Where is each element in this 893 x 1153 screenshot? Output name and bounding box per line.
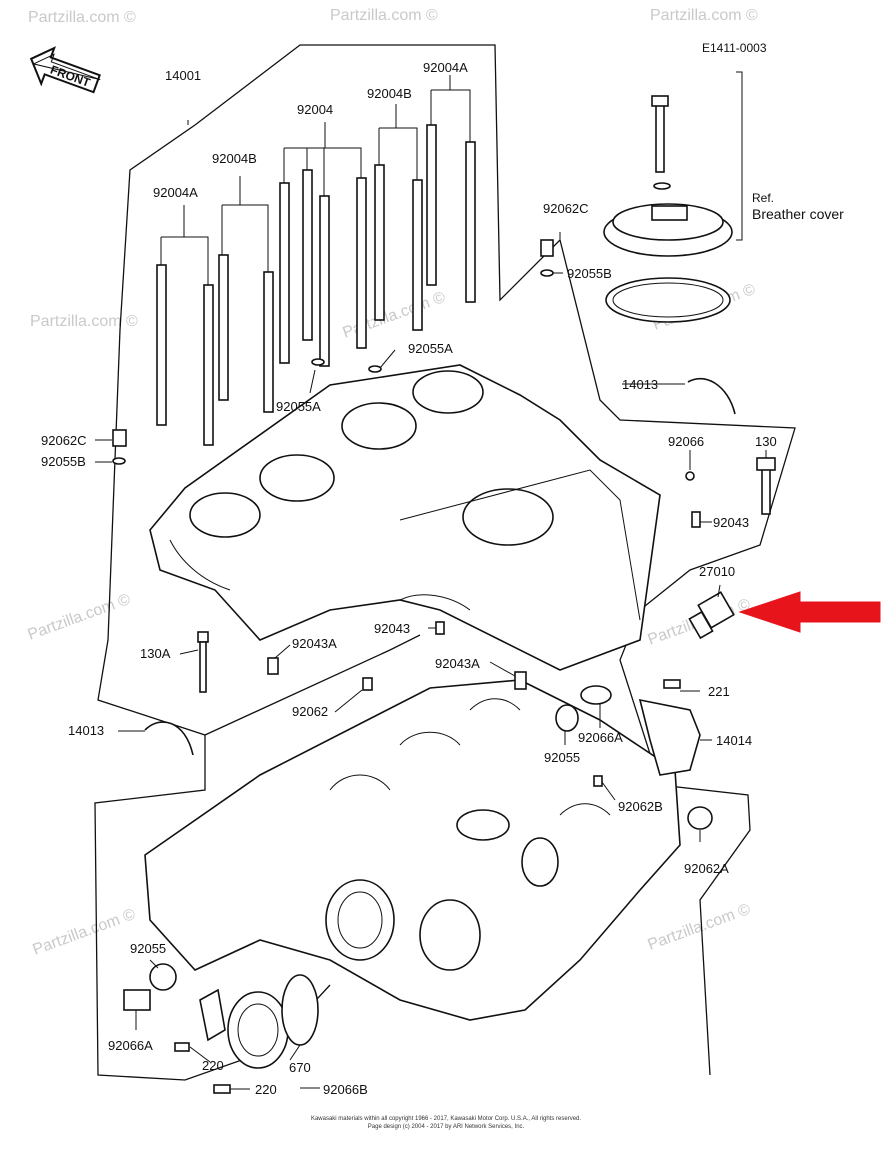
callout-92062b: 92062B (618, 799, 663, 814)
callout-92055: 92055 (130, 941, 166, 956)
watermark-text: Partzilla.com © (330, 7, 438, 24)
watermark-text: Partzilla.com © (30, 313, 138, 330)
watermark-text: Partzilla.com © (650, 7, 758, 24)
small-parts (112, 239, 776, 1094)
ref-bracket (736, 71, 743, 241)
upper-crankcase-part (149, 364, 661, 671)
watermark-text: Partzilla.com © (28, 9, 136, 26)
ref-breather-cover: Breather cover (752, 206, 844, 222)
pressure-switch-27010 (688, 591, 735, 640)
breather-cover-part (603, 95, 733, 323)
callout-130: 130 (755, 434, 777, 449)
callout-92055b: 92055B (567, 266, 612, 281)
watermark-text: Partzilla.com © (646, 901, 753, 954)
callout-670: 670 (289, 1060, 311, 1075)
callout-92062c: 92062C (41, 433, 87, 448)
callout-92066a: 92066A (578, 730, 623, 745)
callout-92004: 92004 (297, 102, 333, 117)
callout-92055b: 92055B (41, 454, 86, 469)
stud-callout-brackets (160, 75, 471, 285)
callout-92043a: 92043A (435, 656, 480, 671)
callout-92004a: 92004A (423, 60, 468, 75)
lower-crankcase-part (144, 679, 681, 1021)
callout-92004b: 92004B (212, 151, 257, 166)
callout-92066b: 92066B (323, 1082, 368, 1097)
callout-92043: 92043 (713, 515, 749, 530)
callout-14013: 14013 (622, 377, 658, 392)
page-design-line: Page design (c) 2004 - 2017 by ARI Netwo… (368, 1124, 525, 1130)
callout-14014: 14014 (716, 733, 752, 748)
callout-92055a: 92055A (408, 341, 453, 356)
callout-92062c: 92062C (543, 201, 589, 216)
watermark-text: Partzilla.com © (26, 591, 133, 644)
stud-bolts (156, 124, 476, 446)
callout-14013: 14013 (68, 723, 104, 738)
highlight-arrow-icon (738, 591, 881, 633)
callout-92066: 92066 (668, 434, 704, 449)
callout-labels: 14001 92004A 92004 92004B 92004B 92004A … (41, 60, 777, 1097)
callout-92004b: 92004B (367, 86, 412, 101)
callout-92043a: 92043A (292, 636, 337, 651)
diagram-id: E1411-0003 (702, 41, 767, 55)
callout-92055: 92055 (544, 750, 580, 765)
callout-92062a: 92062A (684, 861, 729, 876)
callout-92066a: 92066A (108, 1038, 153, 1053)
callout-92043: 92043 (374, 621, 410, 636)
ref-label: Ref. (752, 191, 774, 205)
callout-27010: 27010 (699, 564, 735, 579)
callout-130a: 130A (140, 646, 171, 661)
callout-92055a: 92055A (276, 399, 321, 414)
leader-lines (95, 232, 767, 1090)
group-outline (94, 124, 751, 1081)
callout-92062: 92062 (292, 704, 328, 719)
callout-14001: 14001 (165, 68, 201, 83)
callout-220: 220 (202, 1058, 224, 1073)
callout-220: 220 (255, 1082, 277, 1097)
callout-221: 221 (708, 684, 730, 699)
callout-92004a: 92004A (153, 185, 198, 200)
group-outline (194, 44, 796, 611)
copyright-line: Kawasaki materials within all copyright … (311, 1116, 581, 1122)
front-arrow-icon: FRONT (29, 46, 101, 94)
watermark-text: Partzilla.com © (31, 906, 138, 959)
